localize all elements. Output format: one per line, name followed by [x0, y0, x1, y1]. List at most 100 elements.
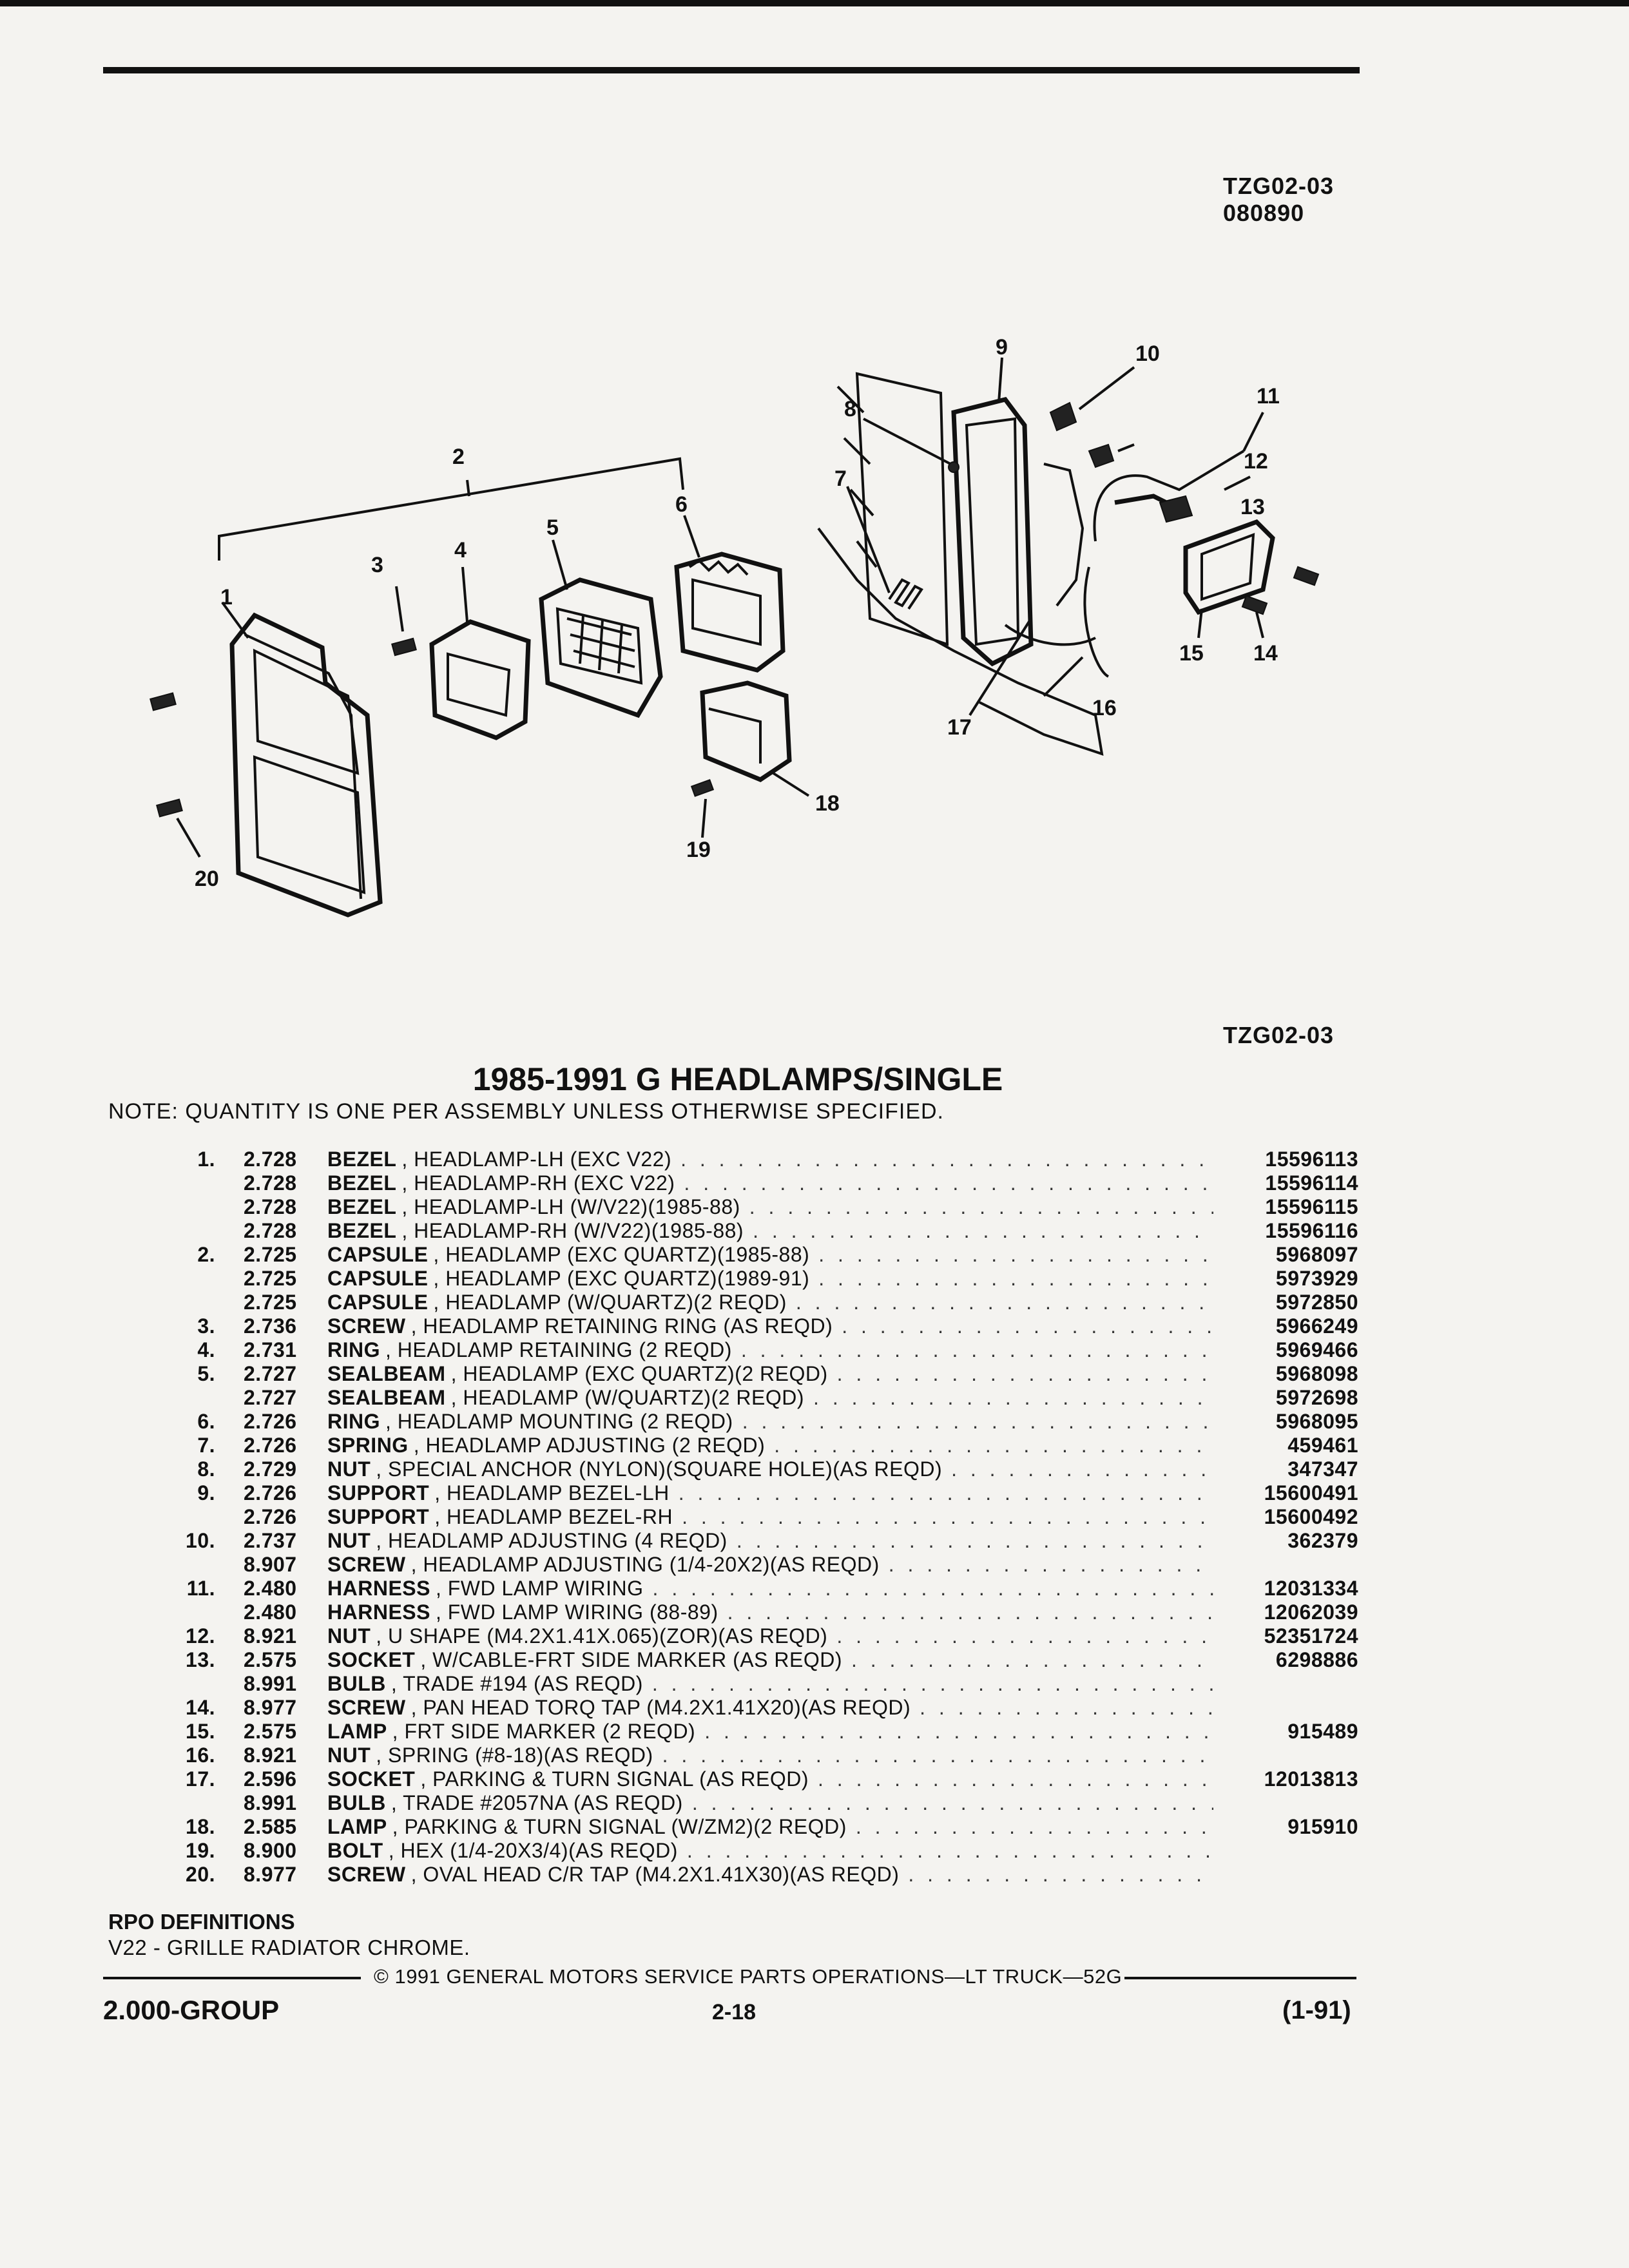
- part-detail: , FWD LAMP WIRING (88-89): [435, 1600, 718, 1624]
- dot-leader: . . . . . . . . . . . . . . . . . . . . …: [686, 1839, 1213, 1862]
- part-description: SCREW, HEADLAMP RETAINING RING (AS REQD)…: [327, 1314, 1213, 1338]
- part-description: HARNESS, FWD LAMP WIRING. . . . . . . . …: [327, 1577, 1213, 1600]
- part-description: NUT, U SHAPE (M4.2X1.41X.065)(ZOR)(AS RE…: [327, 1624, 1213, 1648]
- part-number: 459461: [1287, 1434, 1358, 1457]
- group-number: 8.921: [244, 1744, 297, 1767]
- part-description: SEALBEAM, HEADLAMP (EXC QUARTZ)(2 REQD).…: [327, 1362, 1213, 1386]
- top-edge-rule: [0, 0, 1629, 6]
- part-description: HARNESS, FWD LAMP WIRING (88-89). . . . …: [327, 1600, 1213, 1624]
- part-description: BOLT, HEX (1/4-20X3/4)(AS REQD). . . . .…: [327, 1839, 1213, 1863]
- quantity-note: NOTE: QUANTITY IS ONE PER ASSEMBLY UNLES…: [108, 1099, 944, 1124]
- callout-8: 8: [844, 397, 856, 421]
- part-description: BULB, TRADE #2057NA (AS REQD). . . . . .…: [327, 1791, 1213, 1815]
- callout-5: 5: [546, 515, 559, 540]
- part-detail: , HEADLAMP ADJUSTING (1/4-20X2)(AS REQD): [410, 1553, 880, 1576]
- dot-leader: . . . . . . . . . . . . . . . . . . . . …: [774, 1434, 1213, 1457]
- part-name: BULB: [327, 1672, 386, 1695]
- part-description: BULB, TRADE #194 (AS REQD). . . . . . . …: [327, 1672, 1213, 1696]
- part-detail: , HEADLAMP RETAINING (2 REQD): [385, 1338, 732, 1361]
- dot-leader: . . . . . . . . . . . . . . . . . . . . …: [662, 1744, 1213, 1767]
- part-name: NUT: [327, 1457, 371, 1481]
- part-name: SCREW: [327, 1314, 406, 1338]
- callout-19: 19: [686, 838, 711, 862]
- part-detail: , PAN HEAD TORQ TAP (M4.2X1.41X20)(AS RE…: [410, 1696, 911, 1719]
- part-description: NUT, HEADLAMP ADJUSTING (4 REQD). . . . …: [327, 1529, 1213, 1553]
- part-number: 5969466: [1275, 1338, 1358, 1361]
- dot-leader: . . . . . . . . . . . . . . . . . . . . …: [704, 1720, 1213, 1743]
- callout-11: 11: [1257, 384, 1280, 408]
- dot-leader: . . . . . . . . . . . . . . . . . . . . …: [855, 1815, 1213, 1838]
- callout-7: 7: [834, 466, 847, 491]
- part-description: SUPPORT, HEADLAMP BEZEL-LH. . . . . . . …: [327, 1481, 1213, 1505]
- part-name: BULB: [327, 1791, 386, 1814]
- part-name: SCREW: [327, 1863, 406, 1886]
- part-name: SOCKET: [327, 1767, 416, 1791]
- callout-17: 17: [947, 715, 972, 740]
- dot-leader: . . . . . . . . . . . . . . . . . . . . …: [727, 1600, 1213, 1624]
- group-number: 2.725: [244, 1267, 297, 1290]
- page-title: 1985-1991 G HEADLAMPS/SINGLE: [472, 1061, 1003, 1097]
- part-name: SCREW: [327, 1553, 406, 1576]
- item-number: 18.: [186, 1815, 215, 1838]
- group-number: 2.725: [244, 1243, 297, 1266]
- revision-date: (1-91): [1282, 1996, 1351, 2024]
- part-description: NUT, SPRING (#8-18)(AS REQD). . . . . . …: [327, 1744, 1213, 1767]
- part-description: SCREW, OVAL HEAD C/R TAP (M4.2X1.41X30)(…: [327, 1863, 1213, 1887]
- item-number: 3.: [197, 1314, 215, 1338]
- dot-leader: . . . . . . . . . . . . . . . . . . . . …: [851, 1648, 1213, 1671]
- retaining-ring-part: [429, 566, 531, 740]
- group-number: 2.575: [244, 1720, 297, 1743]
- table-row: 16. 8.921 NUT, SPRING (#8-18)(AS REQD). . …: [0, 1744, 1629, 1767]
- group-number: 2.729: [244, 1457, 297, 1481]
- group-number: 8.977: [244, 1696, 297, 1719]
- part-number: 6298886: [1275, 1648, 1358, 1671]
- part-number: 15596114: [1265, 1171, 1358, 1195]
- part-number: 12062039: [1264, 1600, 1358, 1624]
- part-description: SCREW, HEADLAMP ADJUSTING (1/4-20X2)(AS …: [327, 1553, 1213, 1577]
- part-description: BEZEL, HEADLAMP-RH (W/V22)(1985-88). . .…: [327, 1219, 1213, 1243]
- part-detail: , OVAL HEAD C/R TAP (M4.2X1.41X30)(AS RE…: [410, 1863, 900, 1886]
- part-description: SUPPORT, HEADLAMP BEZEL-RH. . . . . . . …: [327, 1505, 1213, 1529]
- group-number: 2.728: [244, 1171, 297, 1195]
- part-detail: , HEADLAMP MOUNTING (2 REQD): [385, 1410, 733, 1433]
- item-number: 14.: [186, 1696, 215, 1719]
- dot-leader: . . . . . . . . . . . . . . . . . . . . …: [836, 1624, 1213, 1648]
- part-detail: , HEADLAMP (W/QUARTZ)(2 REQD): [450, 1386, 805, 1409]
- part-name: BEZEL: [327, 1171, 397, 1195]
- item-number: 16.: [186, 1744, 215, 1767]
- dot-leader: . . . . . . . . . . . . . . . . . . . . …: [842, 1314, 1213, 1338]
- part-name: BEZEL: [327, 1195, 397, 1218]
- part-number: 12013813: [1264, 1767, 1358, 1791]
- part-name: NUT: [327, 1529, 371, 1552]
- part-name: BEZEL: [327, 1148, 397, 1171]
- assembly-bracket: [218, 457, 684, 561]
- group-number: 2.728: [244, 1219, 297, 1242]
- group-number: 2.727: [244, 1386, 297, 1409]
- part-name: LAMP: [327, 1815, 387, 1838]
- part-description: RING, HEADLAMP RETAINING (2 REQD). . . .…: [327, 1338, 1213, 1362]
- group-number: 2.726: [244, 1434, 297, 1457]
- part-detail: , HEADLAMP (W/QUARTZ)(2 REQD): [433, 1291, 787, 1314]
- dot-leader: . . . . . . . . . . . . . . . . . . . . …: [736, 1529, 1213, 1552]
- dot-leader: . . . . . . . . . . . . . . . . . . . . …: [818, 1243, 1213, 1266]
- item-number: 19.: [186, 1839, 215, 1862]
- part-description: SOCKET, PARKING & TURN SIGNAL (AS REQD).…: [327, 1767, 1213, 1791]
- side-marker-lamp-part: [1159, 476, 1275, 639]
- part-detail: , HEADLAMP RETAINING RING (AS REQD): [410, 1314, 833, 1338]
- callout-9: 9: [996, 335, 1008, 360]
- part-name: RING: [327, 1410, 380, 1433]
- part-description: LAMP, FRT SIDE MARKER (2 REQD). . . . . …: [327, 1720, 1213, 1744]
